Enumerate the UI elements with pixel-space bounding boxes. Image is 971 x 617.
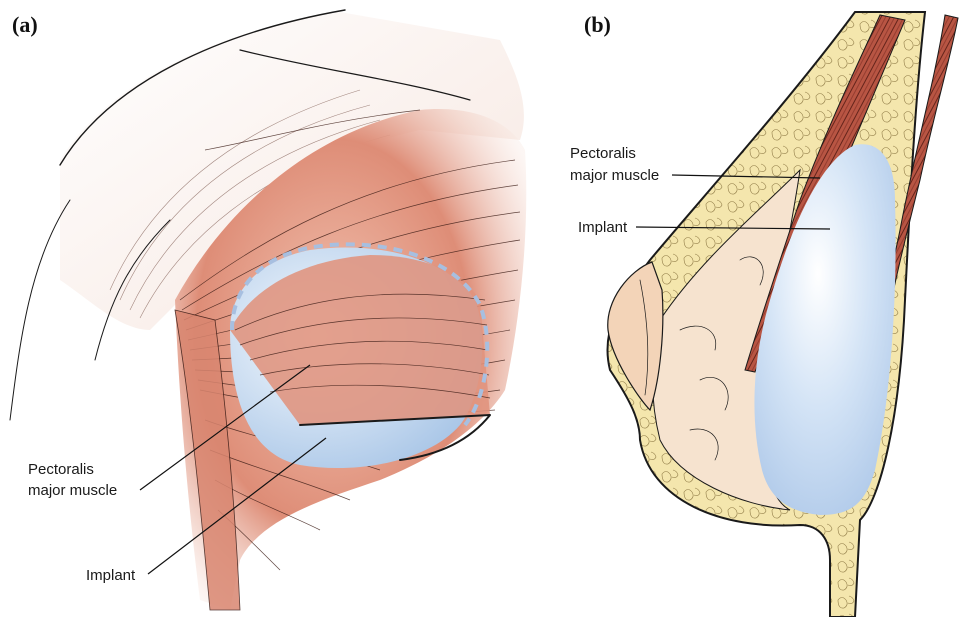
label-a-muscle-line1: Pectoralis — [28, 461, 94, 478]
label-b-implant: Implant — [578, 219, 628, 236]
panel-b-letter: (b) — [584, 12, 611, 37]
label-a-implant: Implant — [86, 567, 136, 584]
nipple — [608, 262, 663, 410]
label-b-muscle-line1: Pectoralis — [570, 145, 636, 162]
label-b-muscle-line2: major muscle — [570, 167, 659, 184]
label-a-muscle-line2: major muscle — [28, 482, 117, 499]
panel-a-letter: (a) — [12, 12, 38, 37]
panel-a: (a) — [10, 10, 526, 610]
panel-b: (b) Pectoralis major muscle Implant — [570, 12, 958, 617]
